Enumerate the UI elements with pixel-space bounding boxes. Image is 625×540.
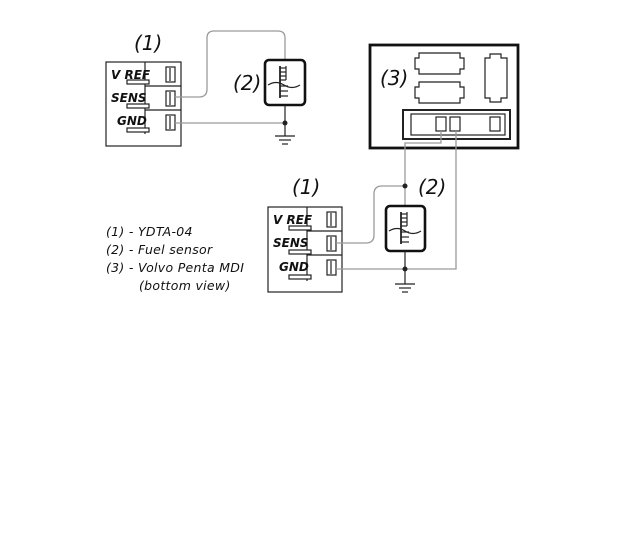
ground-symbol-bottom: [395, 284, 415, 292]
pin-label-sens-top: SENS: [111, 91, 147, 105]
pin-label-gnd-bottom: GND: [279, 260, 309, 274]
label-ydta-bottom: (1): [292, 175, 320, 199]
ground-symbol-top: [275, 136, 295, 144]
ydta-module-bottom: V REF SENS GND: [268, 207, 342, 292]
mdi-body: [370, 45, 518, 148]
pin-label-sens-bottom: SENS: [273, 236, 309, 250]
pin-label-vref-top: V REF: [111, 68, 151, 82]
label-sensor-top: (2): [233, 71, 261, 95]
label-mdi: (3): [380, 66, 408, 90]
ydta-module-top: V REF SENS GND: [106, 62, 181, 146]
pin-label-vref-bottom: V REF: [273, 213, 313, 227]
legend: (1) - YDTA-04 (2) - Fuel sensor (3) - Vo…: [106, 224, 244, 293]
legend-item-mdi: (3) - Volvo Penta MDI: [106, 260, 244, 275]
label-ydta-top: (1): [134, 31, 162, 55]
mdi-unit: [370, 45, 518, 148]
fuel-sensor-top: [265, 60, 305, 105]
legend-item-ydta: (1) - YDTA-04: [106, 224, 193, 239]
legend-item-bottom-view: (bottom view): [139, 278, 231, 293]
label-sensor-bottom: (2): [418, 175, 446, 199]
fuel-sensor-bottom: [386, 206, 425, 251]
legend-item-fuel-sensor: (2) - Fuel sensor: [106, 242, 213, 257]
pin-label-gnd-top: GND: [117, 114, 147, 128]
